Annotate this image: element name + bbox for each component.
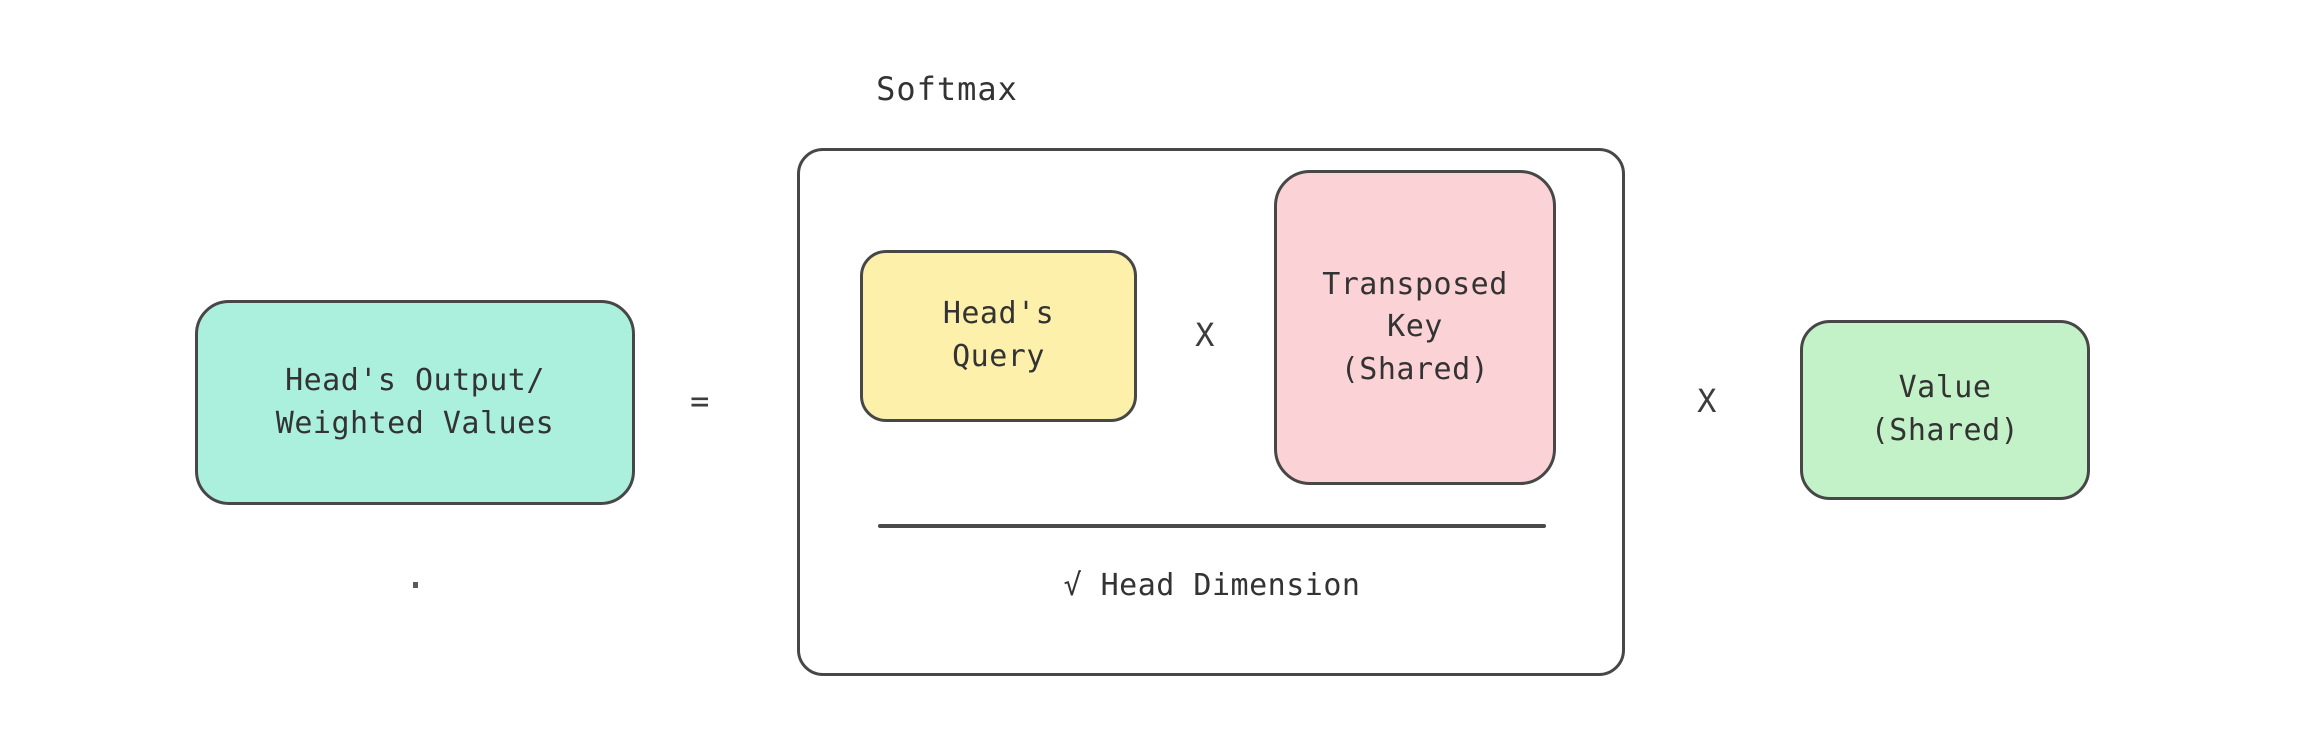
denominator-sqrt-head-dimension: √ Head Dimension bbox=[1063, 568, 1361, 603]
fraction-bar bbox=[878, 524, 1546, 528]
stray-dot-artifact bbox=[413, 582, 418, 588]
multiply-operator-query-key: X bbox=[1195, 316, 1215, 354]
node-heads-query[interactable]: Head's Query bbox=[860, 250, 1137, 422]
multiply-operator-value: X bbox=[1697, 382, 1717, 420]
node-transposed-key-shared[interactable]: Transposed Key (Shared) bbox=[1274, 170, 1556, 485]
equals-operator: = bbox=[690, 382, 710, 420]
node-value-shared[interactable]: Value (Shared) bbox=[1800, 320, 2090, 500]
softmax-label: Softmax bbox=[876, 70, 1018, 108]
node-head-output-weighted-values[interactable]: Head's Output/ Weighted Values bbox=[195, 300, 635, 505]
